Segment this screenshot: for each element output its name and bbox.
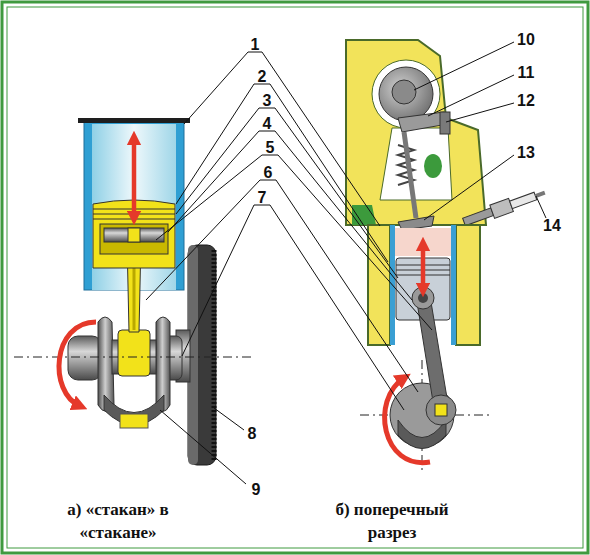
rod-big-end [426,395,456,425]
rod-big-end [118,330,150,376]
piston-ring [93,219,175,220]
block-wall [456,225,480,345]
leader-line [446,103,514,122]
rotation-arrow [59,322,96,406]
leader-line [414,42,514,90]
figure-caption: а) «стакан» в «стакане» [38,498,198,544]
piston-pin [104,228,164,242]
leader-line [146,180,418,392]
callout-number: 9 [252,482,261,498]
camshaft [379,67,433,121]
crank-axis [14,357,255,358]
connecting-rod [416,296,448,408]
leader-line [428,75,514,116]
crank-pin [435,404,447,416]
block-wall [368,225,390,345]
leader-line [424,155,514,220]
callout-number: 13 [517,145,535,161]
leader-line [536,196,546,218]
flywheel [188,245,216,465]
leader-line [182,205,404,410]
leader-line [160,410,246,484]
spark-plug-insulator [510,192,537,208]
piston-pin [412,287,434,309]
leader-line [168,131,412,300]
reciprocation-arrow [421,244,426,290]
figure-caption: б) поперечный разрез [322,498,462,544]
piston-pin-core [418,293,428,303]
leader-lines [146,42,546,484]
flywheel-teeth [212,250,217,460]
cylinder-head [346,40,486,225]
callout-number: 7 [258,190,267,206]
rod-small-end [128,228,140,242]
callout-number: 5 [266,140,275,156]
valve-stem [404,132,416,218]
valve-adjuster [440,112,450,134]
counterweight-cap [120,414,148,428]
spark-plug-thread [463,208,494,226]
callout-number: 8 [248,426,257,442]
callout-number: 12 [517,93,535,109]
camshaft-core [392,80,416,104]
cylinder-liner [451,225,456,345]
reciprocation-arrow [132,138,137,218]
callout-number: 10 [517,32,535,48]
cylinder-liner [84,122,184,290]
cylinder-bore [92,124,176,290]
inner-frame [7,7,583,548]
cylinder-rim [78,118,190,123]
callout-number: 6 [264,165,273,181]
main-journal [68,336,102,380]
leader-line [214,408,244,430]
callout-number: 14 [543,218,561,234]
spark-plug [462,186,548,229]
callout-number: 4 [263,116,272,132]
callout-number: 2 [258,69,267,85]
coolant-channel [424,154,442,178]
valve-cavity [380,128,452,200]
callout-number: 3 [263,93,272,109]
leader-line [176,108,398,278]
callout-number: 1 [251,37,260,53]
callout-number: 11 [518,65,535,81]
valve-head [398,216,434,230]
